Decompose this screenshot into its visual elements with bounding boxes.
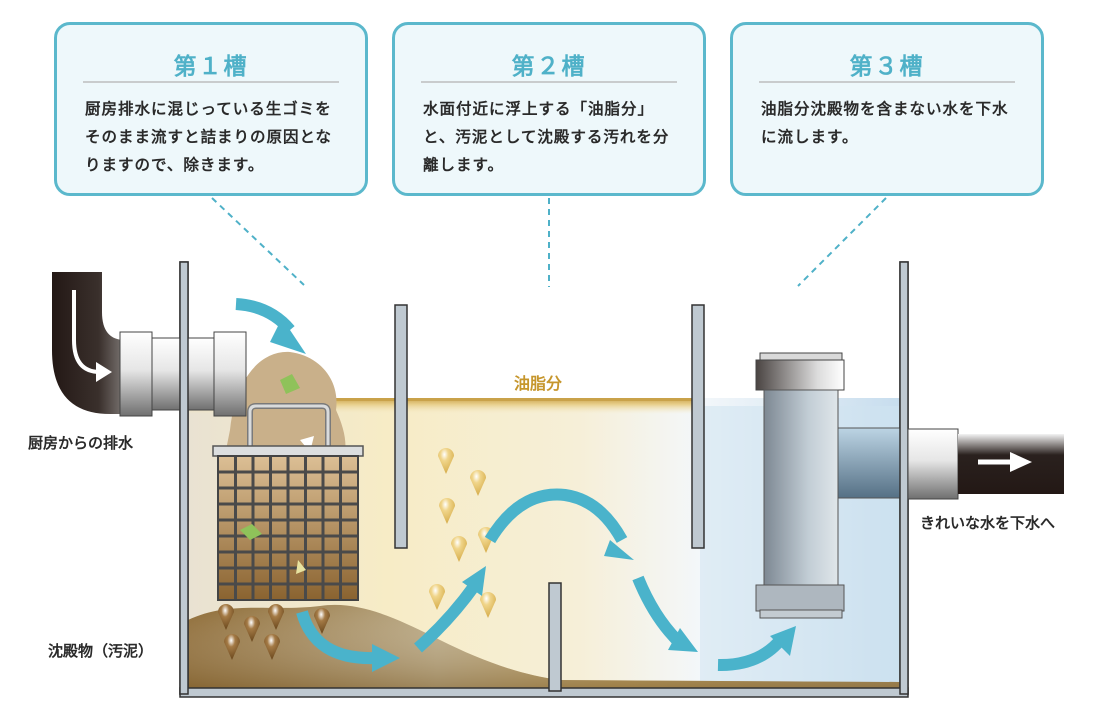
tank-1-card: 第１槽 厨房排水に混じっている生ゴミをそのまま流すと詰まりの原因となりますので、…: [54, 22, 368, 196]
oil-droplet: [438, 448, 454, 474]
baffle-bottom: [548, 582, 562, 692]
tank-2-title: 第２槽: [511, 54, 587, 80]
tank-2-description: 水面付近に浮上する「油脂分」と、汚泥として沈殿する汚れを分離します。: [423, 100, 670, 174]
oil-droplet: [480, 592, 496, 618]
tank-3-title: 第３槽: [849, 54, 925, 80]
fat-label: 油脂分: [514, 374, 563, 393]
divider: [421, 81, 677, 83]
fat-surface: [188, 398, 694, 401]
baffle-2: [691, 304, 705, 549]
outlet-label: きれいな水を下水へ: [920, 514, 1056, 532]
flow-arrowheads: [270, 318, 796, 672]
oil-droplet: [439, 498, 455, 524]
tank-1-title: 第１槽: [173, 54, 249, 80]
outlet-tee-pipe: [755, 261, 1064, 695]
tank-2-card: 第２槽 水面付近に浮上する「油脂分」と、汚泥として沈殿する汚れを分離します。: [392, 22, 706, 196]
tank-3-card: 第３槽 油脂分沈殿物を含まない水を下水に流します。: [730, 22, 1044, 196]
vegetable-scrap: [280, 374, 300, 394]
oil-droplet: [429, 584, 445, 610]
oil-droplet: [451, 536, 467, 562]
inlet-label: 厨房からの排水: [28, 434, 134, 452]
flow-arrow-2: [296, 610, 376, 665]
oil-droplets: [429, 448, 496, 618]
flow-arrow-3: [414, 581, 480, 653]
tank-1-description: 厨房排水に混じっている生ゴミをそのまま流すと詰まりの原因となりますので、除きます…: [85, 100, 333, 174]
inlet-pipe: [52, 261, 247, 695]
sediment-particle: [244, 616, 260, 642]
sediment-particle: [218, 604, 234, 630]
oil-droplet: [470, 470, 486, 496]
baffle-1: [394, 304, 408, 549]
sludge-shade: [188, 604, 900, 692]
sediment-particle: [264, 634, 280, 660]
divider: [759, 81, 1015, 83]
sediment-particle: [224, 634, 240, 660]
connector-tank-1: [211, 197, 305, 286]
sediment-particle: [268, 604, 284, 630]
sediment-particle: [314, 608, 330, 634]
connector-tank-3: [797, 197, 887, 287]
sediment-label: 沈殿物（汚泥）: [48, 642, 154, 660]
tank-3-description: 油脂分沈殿物を含まない水を下水に流します。: [761, 100, 1009, 146]
divider: [83, 81, 339, 83]
flow-arrow-4: [484, 488, 628, 544]
strainer-basket: [212, 403, 364, 601]
sediment-particles: [218, 604, 330, 660]
